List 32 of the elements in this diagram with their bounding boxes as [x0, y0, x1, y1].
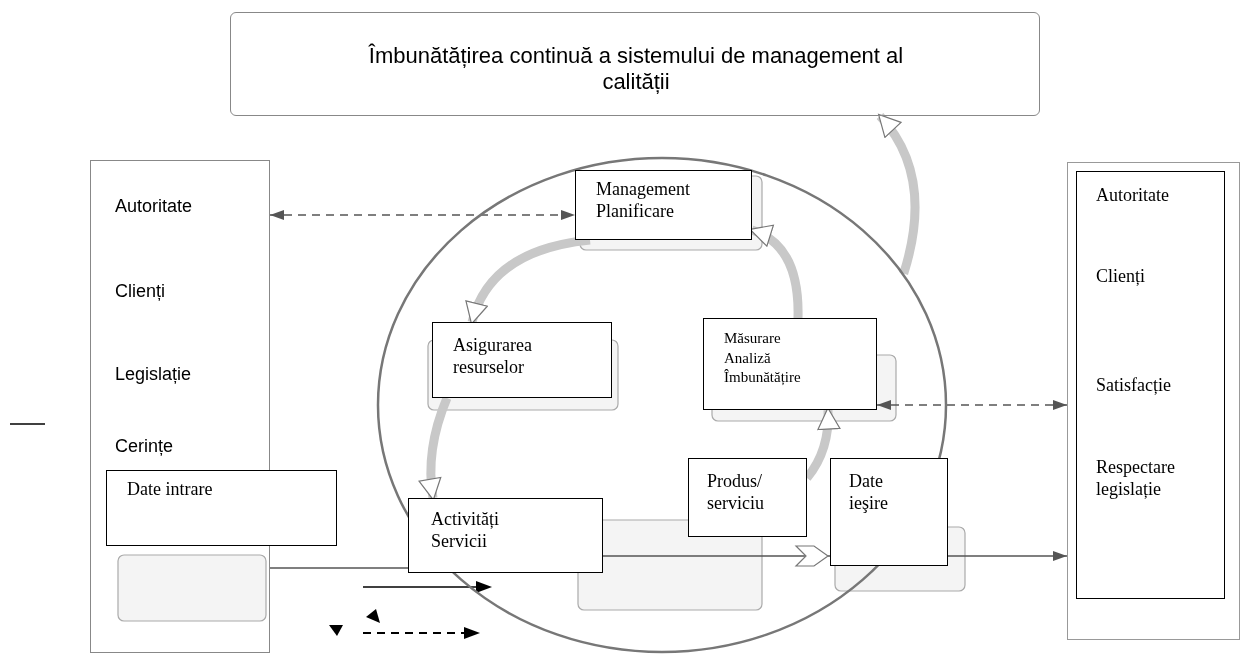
box-label: Date ieşire: [849, 471, 889, 515]
process-box: [830, 458, 948, 566]
cycle-circle: [377, 157, 947, 653]
process-box: [106, 470, 337, 546]
box-label: Satisfacție: [1096, 375, 1171, 397]
box-label: Autoritate: [115, 196, 193, 218]
box-label: Îmbunătățirea continuă a sistemului de management al calității: [367, 43, 905, 96]
box-label: Autoritate: [1096, 185, 1169, 207]
banner-box: [230, 12, 1040, 116]
arrow: [947, 551, 1068, 561]
box-label: Legislație: [115, 364, 192, 386]
box-label: Activități Servicii: [431, 509, 500, 553]
box-label: Management Planificare: [596, 179, 691, 223]
process-box: [688, 458, 807, 537]
connector-line: [269, 567, 409, 569]
box-label: Clienți: [115, 281, 166, 303]
box-label: Produs/ serviciu: [707, 471, 765, 515]
box-label: Asigurarea resurselor: [453, 335, 533, 379]
box-label: Cerințe: [115, 436, 174, 458]
box-label: Respectare legislație: [1096, 457, 1176, 501]
block-arrow: [876, 113, 920, 275]
arrow: [269, 210, 576, 220]
process-box: [408, 498, 603, 573]
box-label: Date intrare: [127, 479, 213, 501]
panel-box: [90, 160, 270, 653]
box-label: Măsurare Analiză Îmbunătățire: [724, 329, 802, 387]
arrow: [876, 400, 1068, 410]
process-box: [575, 170, 752, 240]
process-box: [703, 318, 877, 410]
box-label: Clienți: [1096, 266, 1145, 288]
process-box: [432, 322, 612, 398]
panel-box: [1067, 162, 1240, 640]
